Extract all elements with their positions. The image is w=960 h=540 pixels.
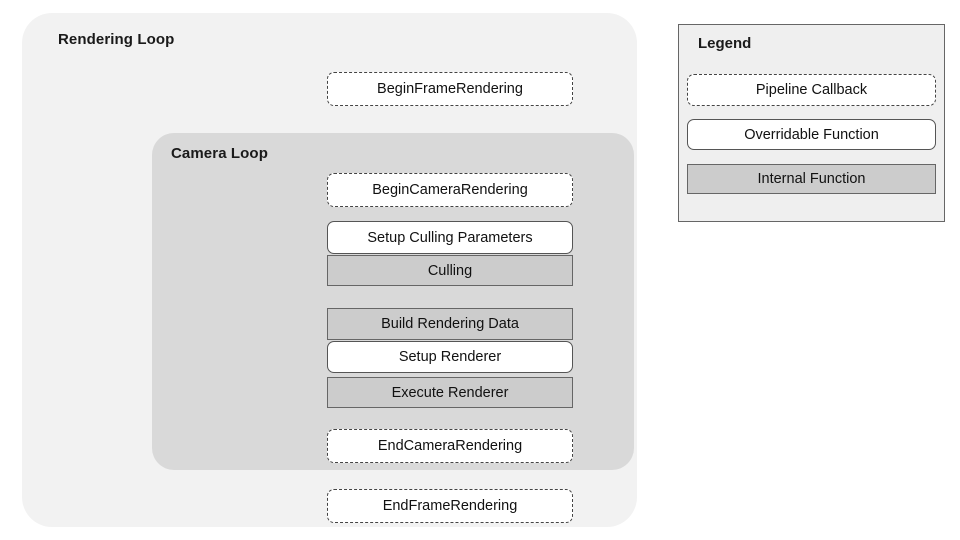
node-culling[interactable]: Culling [327, 255, 573, 286]
node-setup-renderer[interactable]: Setup Renderer [327, 341, 573, 373]
node-end-camera-rendering[interactable]: EndCameraRendering [327, 429, 573, 463]
legend-item-overridable-function: Overridable Function [687, 119, 936, 150]
rendering-loop-title: Rendering Loop [58, 31, 175, 48]
legend-item-internal-function: Internal Function [687, 164, 936, 194]
node-build-rendering-data[interactable]: Build Rendering Data [327, 308, 573, 340]
node-begin-camera-rendering[interactable]: BeginCameraRendering [327, 173, 573, 207]
legend-title: Legend [698, 35, 752, 52]
node-setup-culling-parameters[interactable]: Setup Culling Parameters [327, 221, 573, 254]
legend-item-pipeline-callback: Pipeline Callback [687, 74, 936, 106]
node-execute-renderer[interactable]: Execute Renderer [327, 377, 573, 408]
node-begin-frame-rendering[interactable]: BeginFrameRendering [327, 72, 573, 106]
node-end-frame-rendering[interactable]: EndFrameRendering [327, 489, 573, 523]
camera-loop-title: Camera Loop [171, 145, 268, 162]
